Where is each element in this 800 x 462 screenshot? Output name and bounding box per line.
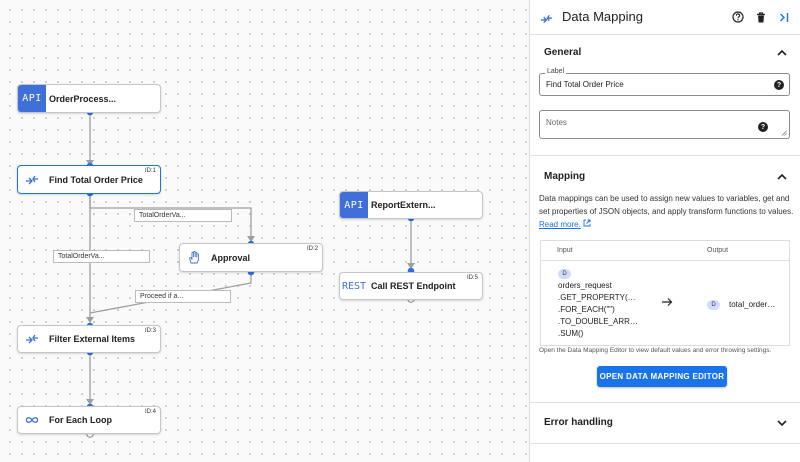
input-column-header: Input [557,247,573,254]
delete-icon[interactable] [753,9,769,25]
chevron-up-icon[interactable] [775,170,789,184]
label-field[interactable]: Label Find Total Order Price ? [539,68,790,96]
edge-layer [86,108,415,438]
node-for-each-loop[interactable]: For Each Loop ID:4 [17,406,161,434]
data-mapping-panel: Data Mapping General Label Find Total Or… [530,0,800,462]
mapping-description: Data mappings can be used to assign new … [539,192,794,231]
edge-label-proceed-if[interactable]: Proceed if a... [135,290,231,303]
resize-handle-icon[interactable] [781,130,787,136]
error-handling-section-title[interactable]: Error handling [544,417,613,428]
expression-line: .FOR_EACH("") [558,305,615,314]
divider [530,443,800,444]
expression-line: .TO_DOUBLE_ARR… [558,317,638,326]
node-find-total-order-price[interactable]: Find Total Order Price ID:1 [17,165,161,194]
data-mapping-icon [18,166,46,193]
input-expression[interactable]: orders_request .GET_PROPERTY(… .FOR_EACH… [558,280,638,340]
chevron-up-icon[interactable] [775,46,789,60]
mapping-table: Input Output D orders_request .GET_PROPE… [540,240,790,346]
edge-label-total-order-1[interactable]: TotalOrderVa... [134,209,232,222]
node-label: Call REST Endpoint [371,281,456,291]
editor-hint: Open the Data Mapping Editor to view def… [539,347,772,354]
rest-icon: REST [341,280,367,292]
divider [530,402,800,403]
edge-approval-filter [89,272,252,314]
chevron-down-icon[interactable] [775,416,789,430]
label-field-label: Label [545,68,567,75]
help-icon[interactable]: ? [758,122,768,132]
arrow-right-icon [662,298,673,306]
node-label: OrderProcess... [49,93,117,104]
node-label: For Each Loop [49,415,112,425]
output-variable[interactable]: total_order… [729,300,776,309]
divider [541,260,789,261]
node-approval[interactable]: Approval ID:2 [179,243,323,272]
divider [530,155,800,156]
general-section-title[interactable]: General [544,47,582,58]
node-id: ID:4 [144,409,156,415]
api-icon: API [340,192,368,218]
read-more-link[interactable]: Read more. [539,220,581,229]
data-type-badge: D [558,269,571,279]
node-label: Find Total Order Price [49,174,143,185]
panel-divider[interactable] [529,0,530,462]
notes-field[interactable]: Notes ? [539,110,790,139]
mapping-section-title[interactable]: Mapping [544,171,586,182]
expression-line: .SUM() [558,329,584,338]
external-link-icon[interactable] [583,219,591,227]
expression-line: orders_request [558,281,612,290]
arrowhead [407,263,415,269]
edge-label-total-order-2[interactable]: TotalOrderVa... [53,250,150,263]
expression-line: .GET_PROPERTY(… [558,293,636,302]
node-call-rest-endpoint[interactable]: REST Call REST Endpoint ID:5 [339,272,483,300]
help-icon[interactable]: ? [774,80,784,90]
arrowhead [247,236,255,242]
node-id: ID:5 [466,275,478,281]
output-column-header: Output [707,247,729,254]
data-mapping-icon [540,11,553,29]
arrowhead [86,399,94,405]
node-id: ID:3 [144,328,156,334]
mapping-description-text: Data mappings can be used to assign new … [539,194,794,216]
node-label: Approval [211,252,251,263]
node-label: Filter External Items [49,334,136,344]
label-field-value[interactable]: Find Total Order Price [546,80,624,89]
notes-placeholder: Notes [546,118,567,127]
node-report-extern[interactable]: API ReportExtern... [339,191,483,219]
arrowhead [86,317,94,323]
collapse-panel-icon[interactable] [776,9,792,25]
node-order-process[interactable]: API OrderProcess... [17,84,161,113]
node-label: ReportExtern... [371,200,436,210]
loop-icon [18,407,46,433]
open-data-mapping-editor-button[interactable]: OPEN DATA MAPPING EDITOR [597,366,727,387]
data-mapping-icon [18,326,46,352]
help-icon[interactable] [730,9,746,25]
node-id: ID:2 [306,246,318,252]
integration-canvas[interactable]: TotalOrderVa... TotalOrderVa... Proceed … [0,0,529,462]
hand-icon [180,244,208,271]
node-id: ID:1 [144,168,156,174]
panel-header: Data Mapping [530,0,800,35]
panel-title: Data Mapping [562,9,643,24]
api-icon: API [18,85,46,112]
node-filter-external-items[interactable]: Filter External Items ID:3 [17,325,161,353]
data-type-badge: D [707,300,720,310]
